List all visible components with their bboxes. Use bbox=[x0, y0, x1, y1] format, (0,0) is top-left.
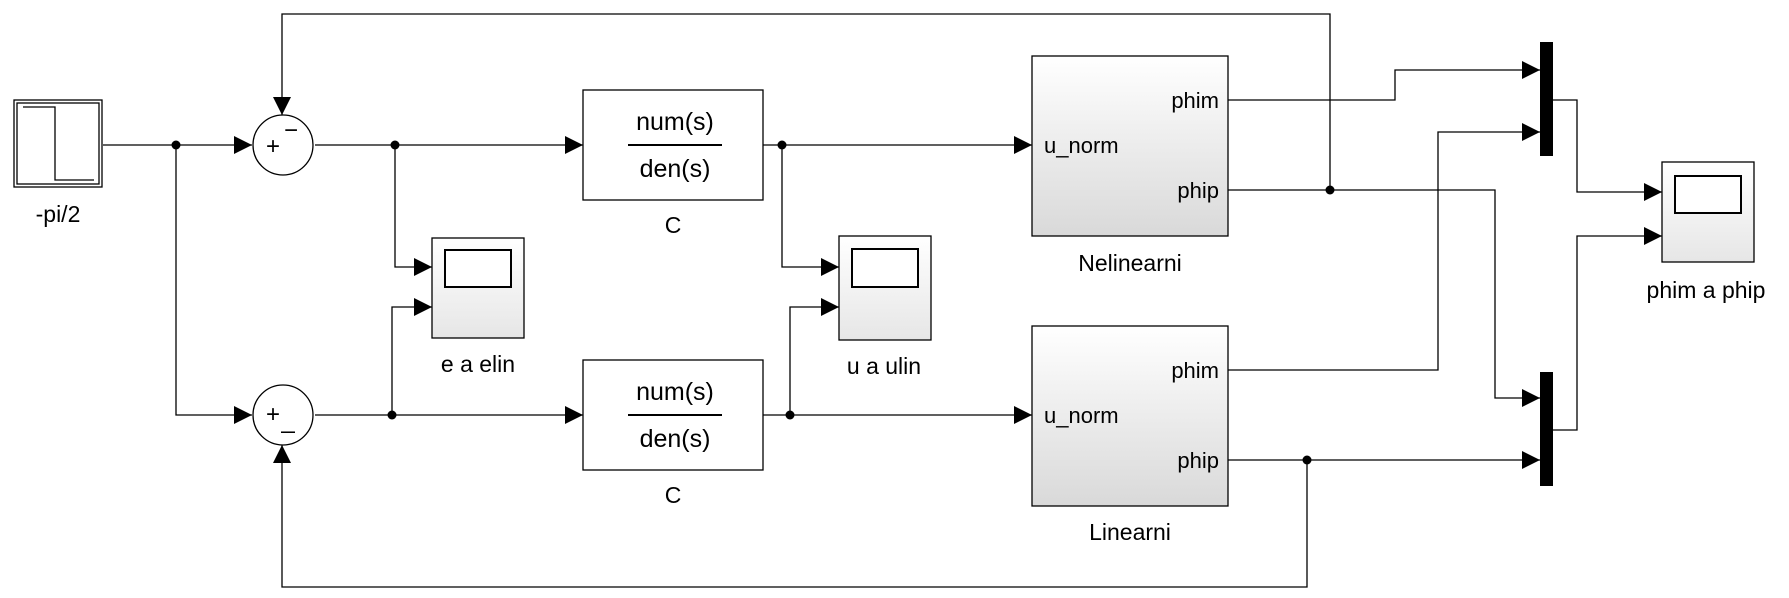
step-block[interactable] bbox=[13, 99, 103, 188]
tf-top-label: C bbox=[665, 212, 682, 238]
sum-bottom-sign-minus: _ bbox=[280, 407, 295, 434]
transfer-fcn-block-bottom[interactable]: num(s) den(s) bbox=[582, 359, 764, 471]
wire-ulin-to-scope[interactable] bbox=[789, 298, 839, 415]
scope-screen-icon bbox=[444, 249, 512, 288]
step-label: -pi/2 bbox=[36, 201, 81, 227]
subsystem-nonlinear[interactable]: u_norm phim phip bbox=[1031, 55, 1229, 237]
branch-point bbox=[387, 410, 397, 420]
branch-point bbox=[390, 140, 400, 150]
wire-u-to-scope[interactable] bbox=[781, 145, 839, 276]
tf-bottom-denominator: den(s) bbox=[640, 425, 711, 453]
wire-phip-nonlin-to-mux-bottom[interactable] bbox=[1228, 189, 1540, 407]
branch-point bbox=[1325, 185, 1335, 195]
tf-bottom-label: C bbox=[665, 482, 682, 508]
branch-points bbox=[171, 140, 1335, 465]
wire-mux-top-to-scope[interactable] bbox=[1553, 99, 1662, 201]
linear-in-port-label: u_norm bbox=[1044, 403, 1119, 428]
wire-elin-to-scope[interactable] bbox=[391, 298, 432, 415]
step-icon bbox=[23, 106, 94, 181]
scope-e-label: e a elin bbox=[441, 351, 515, 377]
linear-out1-port-label: phim bbox=[1171, 358, 1219, 383]
wire-phim-nonlin-to-mux-top[interactable] bbox=[1228, 61, 1540, 101]
scope-block-e[interactable] bbox=[431, 237, 525, 339]
sum-bottom-sign-plus: + bbox=[266, 401, 280, 428]
scope-block-phi[interactable] bbox=[1661, 161, 1755, 263]
branch-point bbox=[171, 140, 181, 150]
wire-feedback-top[interactable] bbox=[273, 13, 1331, 190]
nonlinear-out1-port-label: phim bbox=[1171, 88, 1219, 113]
sum-top-sign-plus: + bbox=[266, 133, 280, 160]
tf-top-numerator: num(s) bbox=[636, 108, 714, 136]
wire-phim-lin-to-mux-top[interactable] bbox=[1228, 123, 1540, 371]
scope-phi-label: phim a phip bbox=[1647, 277, 1766, 303]
linear-label: Linearni bbox=[1089, 519, 1171, 545]
tf-bottom-numerator: num(s) bbox=[636, 378, 714, 406]
nonlinear-in-port-label: u_norm bbox=[1044, 133, 1119, 158]
nonlinear-out2-port-label: phip bbox=[1177, 178, 1219, 203]
linear-out2-port-label: phip bbox=[1177, 448, 1219, 473]
scope-screen-icon bbox=[1674, 175, 1742, 214]
sum-block-bottom[interactable]: + _ bbox=[252, 384, 314, 446]
branch-point bbox=[777, 140, 787, 150]
subsystem-linear[interactable]: u_norm phim phip bbox=[1031, 325, 1229, 507]
signal-lines bbox=[103, 13, 1662, 588]
mux-block-bottom[interactable] bbox=[1540, 372, 1553, 486]
wire-e-to-scope[interactable] bbox=[394, 145, 432, 276]
tf-top-denominator: den(s) bbox=[640, 155, 711, 183]
sum-top-sign-minus: − bbox=[284, 117, 298, 144]
transfer-fcn-block-top[interactable]: num(s) den(s) bbox=[582, 89, 764, 201]
branch-point bbox=[785, 410, 795, 420]
wire-feedback-bottom[interactable] bbox=[273, 445, 1308, 588]
scope-block-u[interactable] bbox=[838, 235, 932, 341]
wire-mux-bottom-to-scope[interactable] bbox=[1553, 227, 1662, 431]
nonlinear-label: Nelinearni bbox=[1078, 250, 1182, 276]
scope-screen-icon bbox=[851, 248, 919, 288]
sum-block-top[interactable]: + − bbox=[252, 114, 314, 176]
scope-u-label: u a ulin bbox=[847, 353, 921, 379]
wire-step-to-sum-bottom[interactable] bbox=[175, 145, 252, 424]
mux-block-top[interactable] bbox=[1540, 42, 1553, 156]
branch-point bbox=[1302, 455, 1312, 465]
